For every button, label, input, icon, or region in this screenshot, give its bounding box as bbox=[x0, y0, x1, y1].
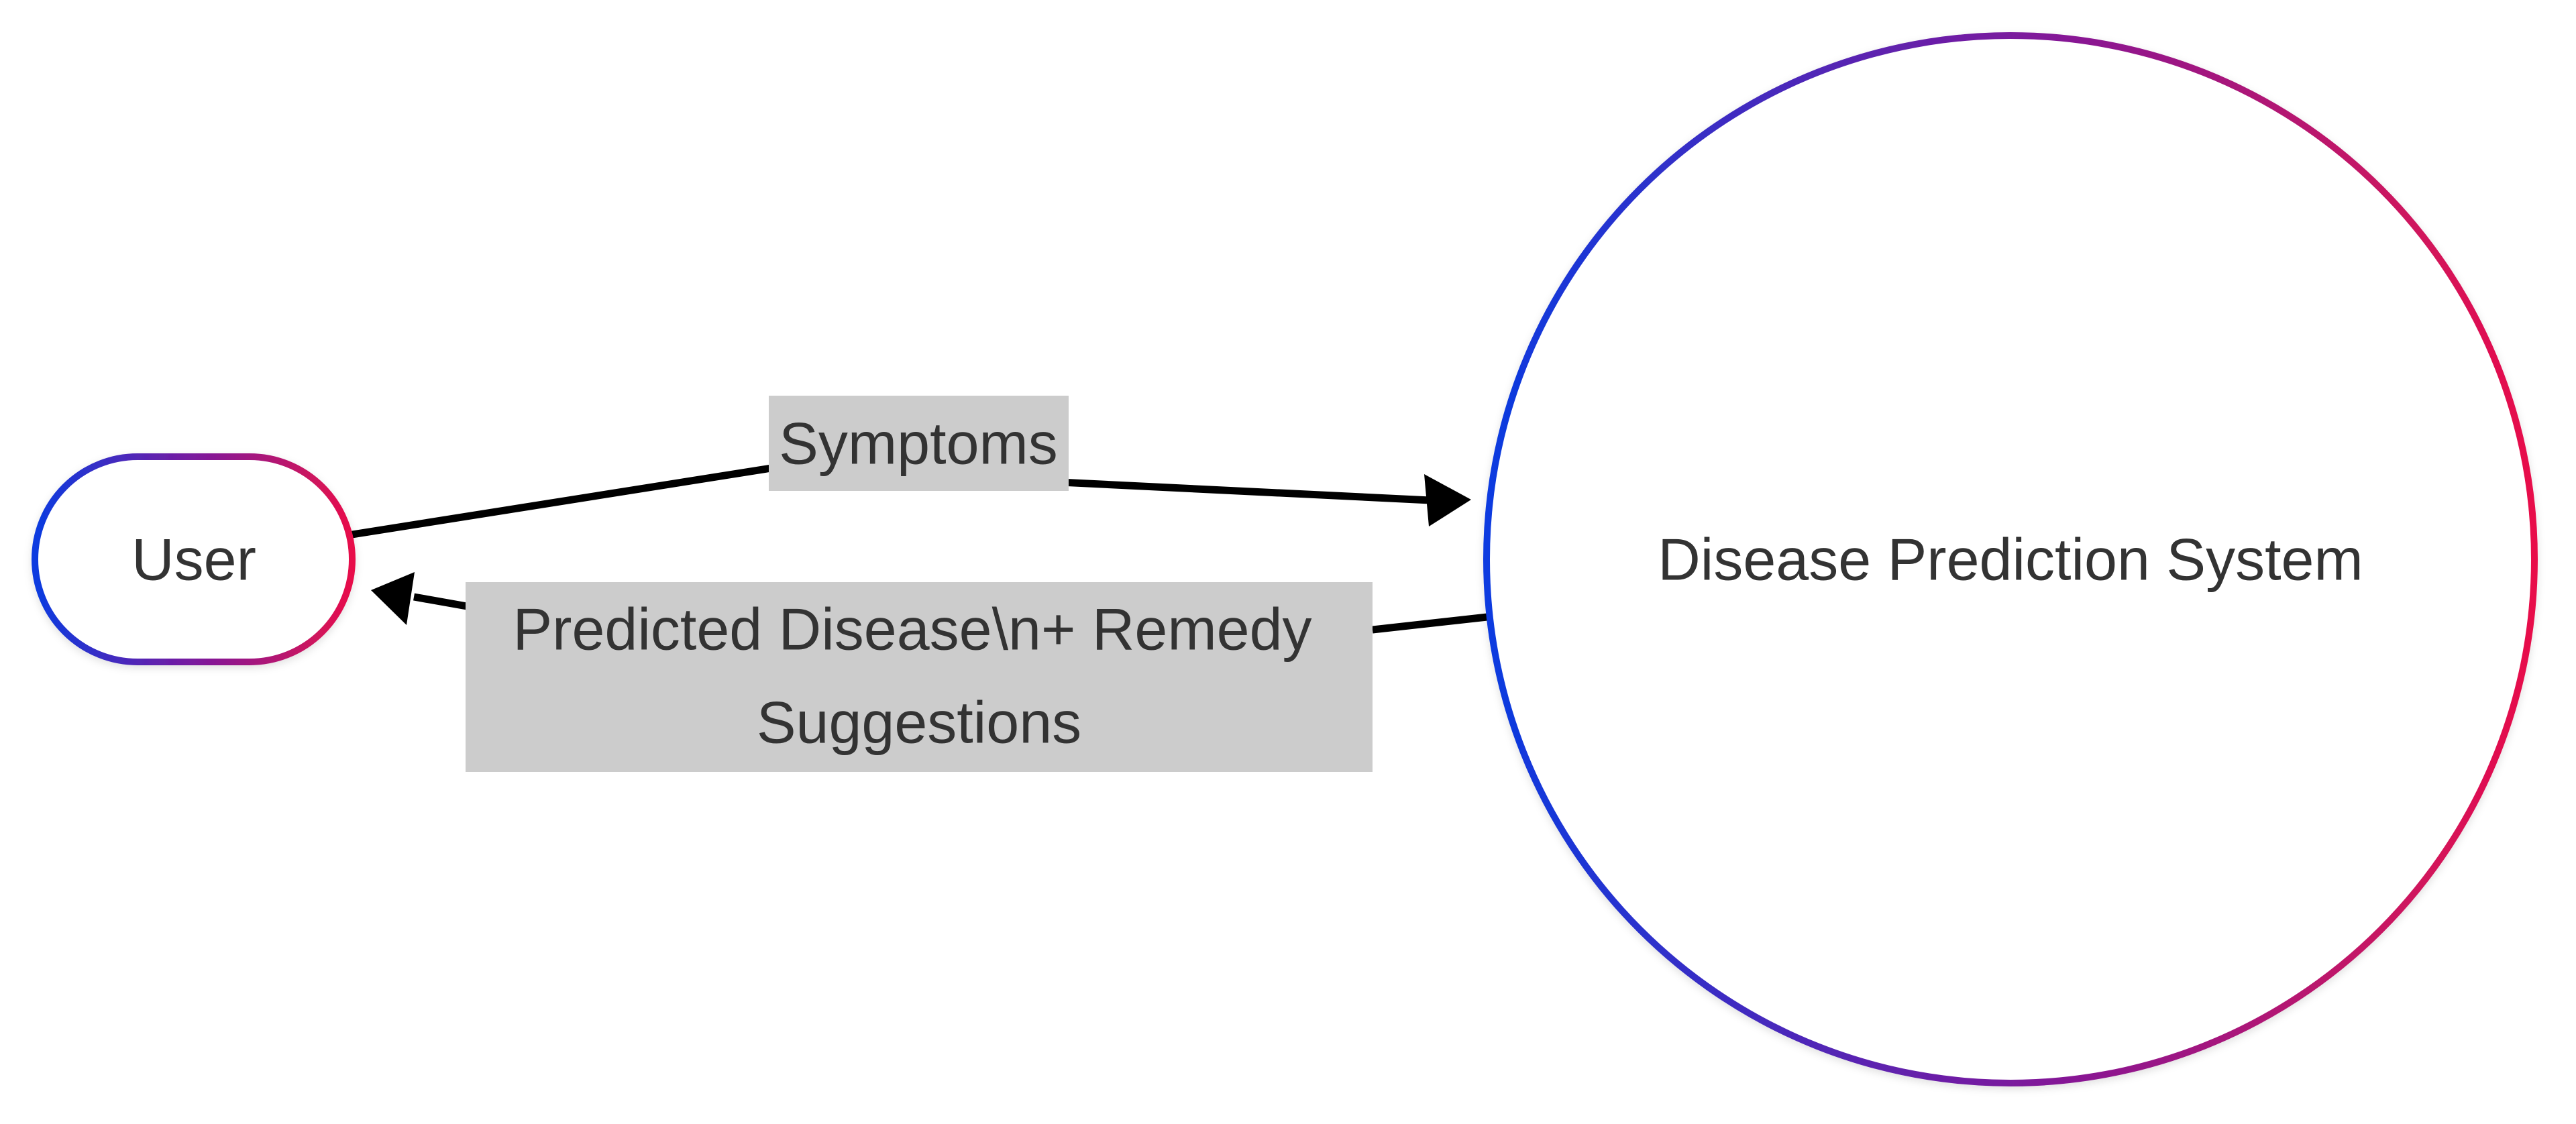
node-system-shape bbox=[1483, 32, 2538, 1086]
edge-prediction-label-bg bbox=[466, 582, 1373, 772]
edge-symptoms-arrowhead bbox=[1424, 474, 1471, 526]
edge-symptoms-label: Symptoms bbox=[769, 396, 1069, 491]
edge-prediction-label-line1: Predicted Disease\n+ Remedy bbox=[513, 596, 1311, 663]
node-system-label: Disease Prediction System bbox=[1658, 526, 2363, 593]
node-user-shape bbox=[32, 453, 356, 665]
node-user-label: User bbox=[131, 526, 256, 593]
edge-prediction-label-line2: Suggestions bbox=[757, 689, 1081, 756]
edge-symptoms-label-text: Symptoms bbox=[779, 410, 1058, 477]
edge-prediction-line bbox=[1372, 613, 1488, 634]
edge-prediction bbox=[371, 572, 1488, 634]
edge-prediction-label: Predicted Disease\n+ Remedy Suggestions bbox=[466, 582, 1373, 772]
edge-prediction-arrowhead bbox=[371, 572, 415, 625]
node-user[interactable]: User bbox=[32, 453, 356, 665]
node-disease-prediction-system[interactable]: Disease Prediction System bbox=[1483, 32, 2538, 1086]
edge-prediction-line-tail bbox=[413, 593, 468, 610]
edge-symptoms-label-bg bbox=[769, 396, 1069, 491]
